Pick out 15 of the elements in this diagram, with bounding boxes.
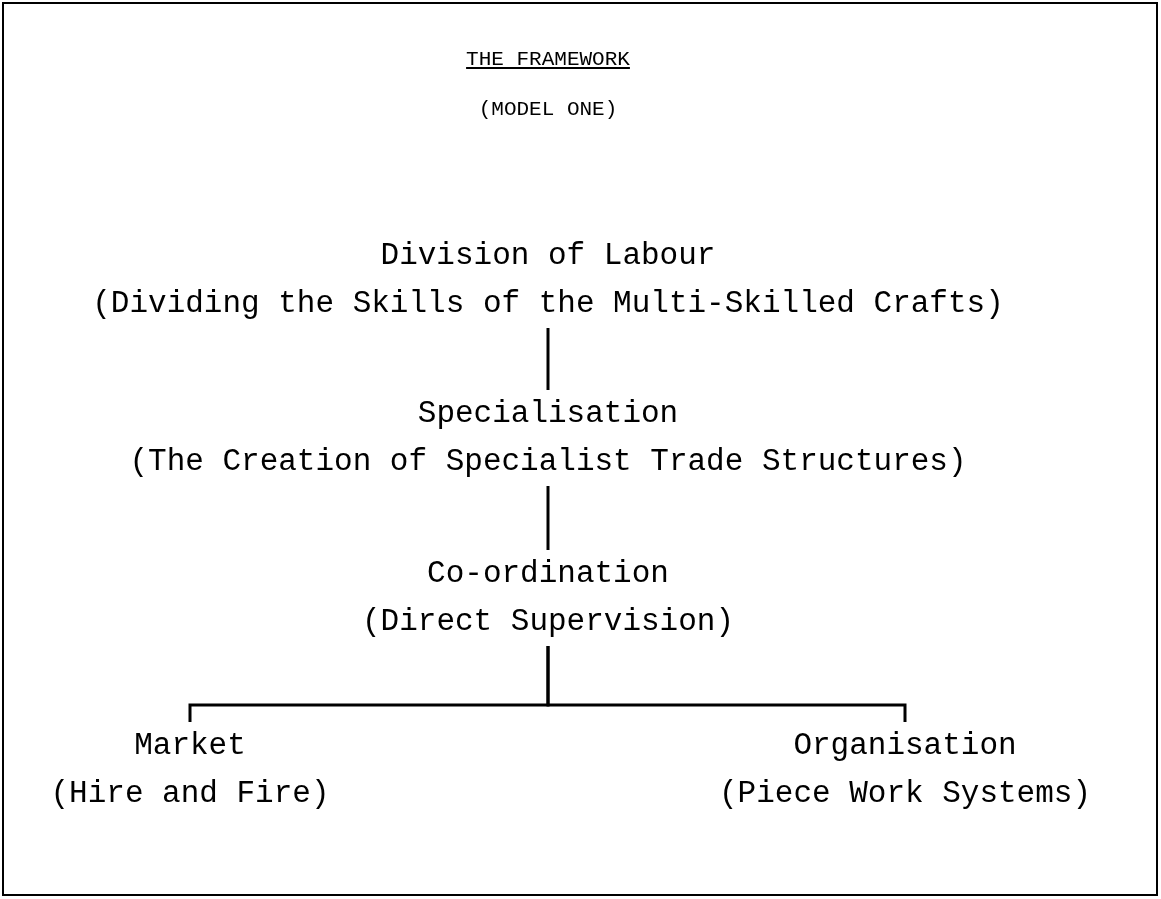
node-heading: Organisation — [793, 727, 1017, 765]
node-heading: Specialisation — [417, 395, 679, 433]
subtitle: (MODEL ONE) — [478, 97, 618, 123]
node-description: (Direct Supervision) — [361, 603, 735, 641]
node-description: (Hire and Fire) — [50, 775, 330, 813]
title: THE FRAMEWORK — [466, 47, 630, 73]
connector-line — [546, 646, 907, 722]
connector-line — [546, 328, 550, 390]
node-description: (The Creation of Specialist Trade Structures) — [129, 443, 967, 481]
node-heading: Co-ordination — [427, 555, 669, 593]
node-heading: Division of Labour — [380, 237, 716, 275]
node-heading: Market — [134, 727, 246, 765]
node-description: (Piece Work Systems) — [718, 775, 1092, 813]
connector-line — [546, 486, 550, 550]
node-description: (Dividing the Skills of the Multi-Skilled Crafts) — [92, 285, 1004, 323]
